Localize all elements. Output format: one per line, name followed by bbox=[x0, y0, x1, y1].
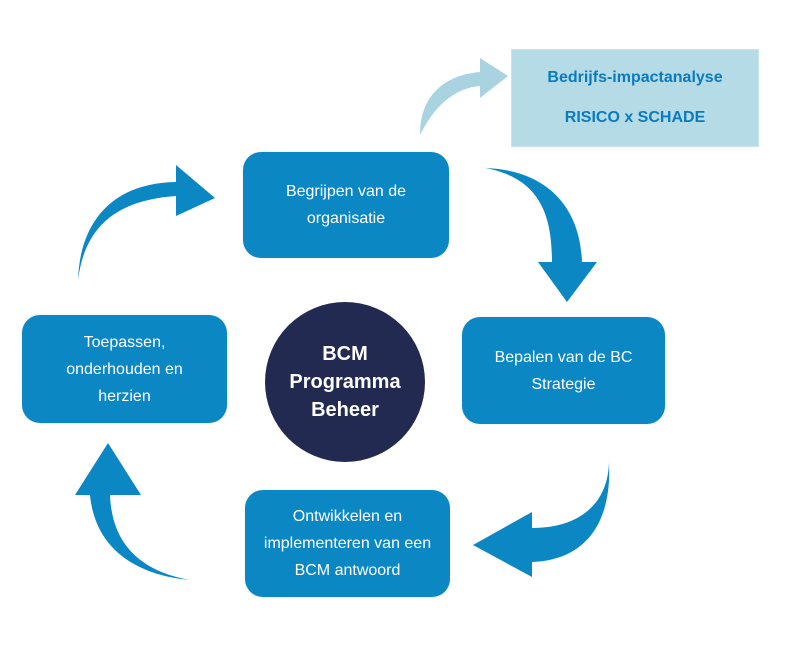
arrow-maintain-to-understand-icon bbox=[78, 165, 215, 280]
center-label: BCM Programma Beheer bbox=[289, 343, 401, 421]
impact-analysis-title: Bedrijfs-impactanalyse bbox=[547, 69, 723, 86]
impact-arrow-icon bbox=[420, 58, 508, 135]
center-program-management: BCM Programma Beheer bbox=[265, 302, 425, 462]
step-label: Toepassen, onderhouden en herzien bbox=[66, 333, 183, 405]
step-apply-maintain-review: Toepassen, onderhouden en herzien bbox=[22, 315, 227, 423]
impact-analysis-subtitle: RISICO x SCHADE bbox=[564, 109, 706, 126]
step-understand-organization: Begrijpen van de organisatie bbox=[243, 152, 449, 258]
step-label: Ontwikkelen en implementeren van een BCM… bbox=[263, 508, 432, 579]
step-label: Bepalen van de BC Strategie bbox=[494, 348, 633, 393]
arrow-understand-to-strategy-icon bbox=[485, 168, 597, 302]
step-determine-strategy: Bepalen van de BC Strategie bbox=[462, 317, 665, 424]
arrow-strategy-to-develop-icon bbox=[473, 462, 610, 577]
step-label: Begrijpen van de organisatie bbox=[285, 183, 407, 227]
arrow-develop-to-maintain-icon bbox=[75, 443, 190, 580]
step-develop-implement: Ontwikkelen en implementeren van een BCM… bbox=[245, 490, 450, 597]
impact-analysis-box: Bedrijfs-impactanalyse RISICO x SCHADE bbox=[511, 49, 759, 147]
